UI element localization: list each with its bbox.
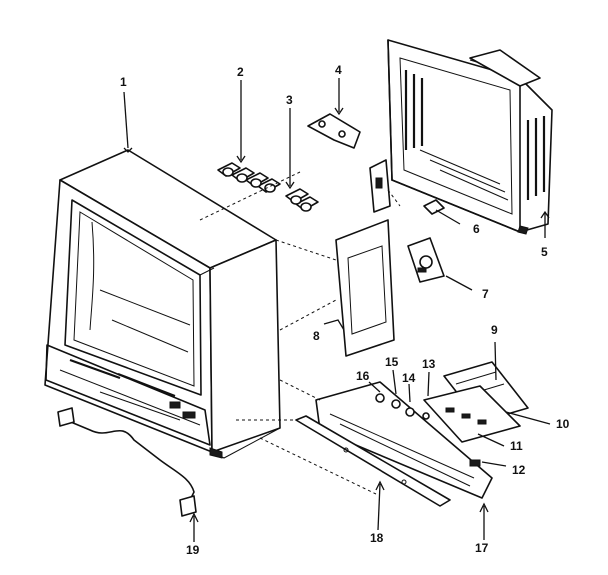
callout-17: 17	[475, 541, 489, 555]
leader-lines	[123, 78, 551, 542]
callout-3: 3	[286, 93, 293, 107]
alignment-lines	[199, 171, 401, 495]
part-2-knob-set	[217, 162, 281, 193]
callout-11: 11	[510, 439, 523, 453]
part-4-bracket	[307, 113, 361, 149]
callout-10: 10	[556, 417, 570, 431]
callout-18: 18	[370, 531, 384, 545]
part-19-wire-stand	[57, 407, 197, 517]
callouts: 1 2 3 4 5 6 7 8 9 10 11 12 13 14 15 16 1…	[120, 63, 570, 557]
part-18-trim-strip	[295, 415, 451, 507]
callout-14: 14	[402, 371, 416, 385]
callout-12: 12	[512, 463, 526, 477]
part-7-terminal-board	[407, 237, 445, 283]
callout-8: 8	[313, 329, 320, 343]
part-1-front-cabinet	[44, 149, 281, 459]
callout-6: 6	[473, 222, 480, 236]
callout-9: 9	[491, 323, 498, 337]
callout-1: 1	[120, 75, 127, 89]
callout-15: 15	[385, 355, 399, 369]
part-5-rear-cabinet	[387, 39, 553, 235]
callout-19: 19	[186, 543, 200, 557]
callout-2: 2	[237, 65, 244, 79]
part-8-chassis-panel	[335, 159, 395, 357]
part-3-knob-pair	[285, 188, 319, 212]
callout-4: 4	[335, 63, 342, 77]
part-6-clip	[423, 199, 445, 215]
callout-13: 13	[422, 357, 436, 371]
callout-7: 7	[482, 287, 489, 301]
callout-16: 16	[356, 369, 370, 383]
control-assembly	[315, 361, 529, 499]
callout-5: 5	[541, 245, 548, 259]
